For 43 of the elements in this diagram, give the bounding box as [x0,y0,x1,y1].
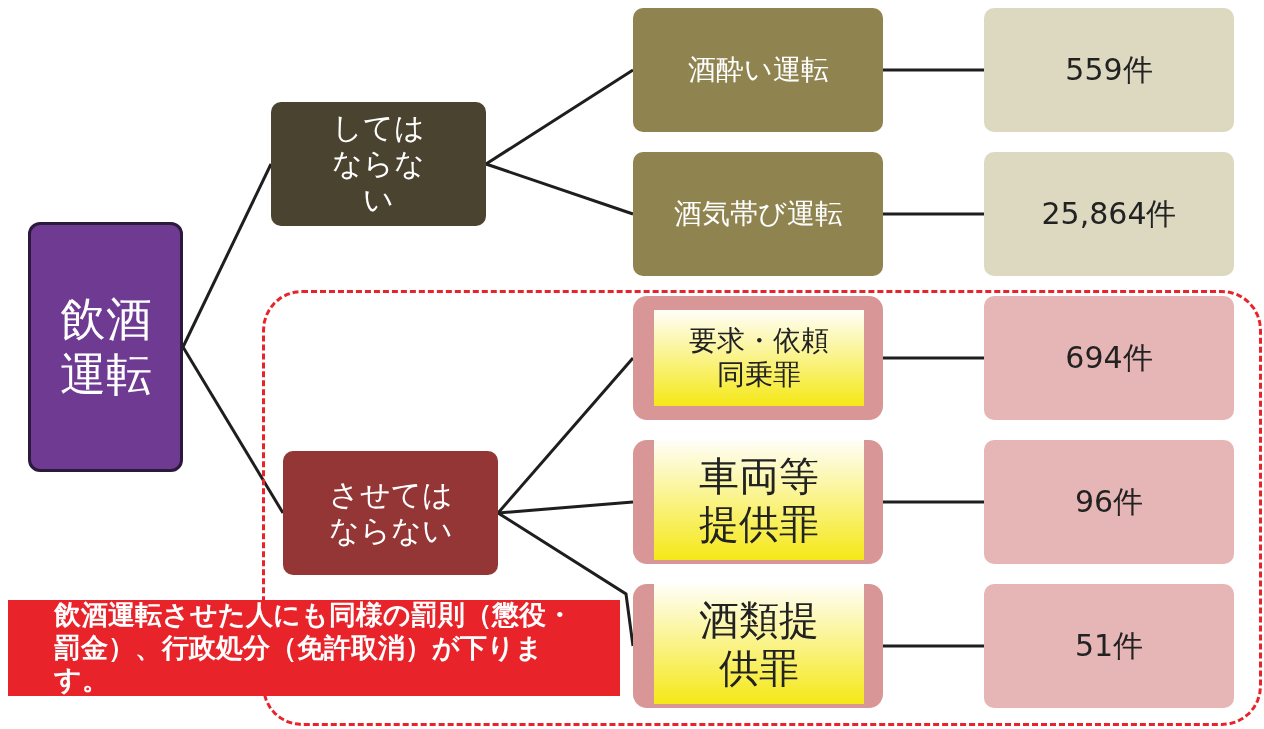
box-label: 酒気帯び運転 [673,197,843,231]
connector-line [883,356,984,360]
box-label: してはならない [331,110,426,218]
box-label: 飲酒運転 [58,291,153,403]
count-box [984,296,1234,420]
offense-box [633,296,883,420]
offense-box [633,152,883,276]
offense-label-box [654,310,864,406]
connector-line [181,163,273,348]
count-box [984,152,1234,276]
offense-label-box [654,440,864,560]
note-text: 飲酒運転させた人にも同様の罰則（懲役・罰金）、行政処分（免許取消）が下ります。 [54,599,574,697]
count-box [984,440,1234,564]
offense-box [633,8,883,132]
box-label: させてはならない [327,477,454,549]
box-label: 25,864件 [1041,196,1177,232]
box-label: 694件 [1065,340,1153,376]
connector-line [883,644,984,648]
offense-box [633,440,883,564]
connector-line [497,511,635,647]
connector-line [485,162,634,216]
connector-line [883,212,984,216]
note-banner [8,600,620,696]
box-label: 559件 [1065,52,1153,88]
connector-line [883,500,984,504]
connector-line [497,500,634,515]
box-label: 51件 [1074,628,1144,664]
offense-box [633,584,883,708]
title-box [28,222,183,472]
box-label: 酒酔い運転 [687,53,829,87]
box-label: 要求・依頼同乗罪 [688,324,830,392]
connector-line [181,346,285,514]
count-box [984,584,1234,708]
category-box [271,102,486,226]
category-box [283,451,498,575]
connector-line [485,68,634,166]
offense-label-box [654,584,864,704]
connector-line [883,68,984,72]
count-box [984,8,1234,132]
connector-line [496,357,635,514]
box-label: 車両等提供罪 [698,452,820,548]
box-label: 酒類提供罪 [698,596,820,692]
box-label: 96件 [1074,484,1144,520]
